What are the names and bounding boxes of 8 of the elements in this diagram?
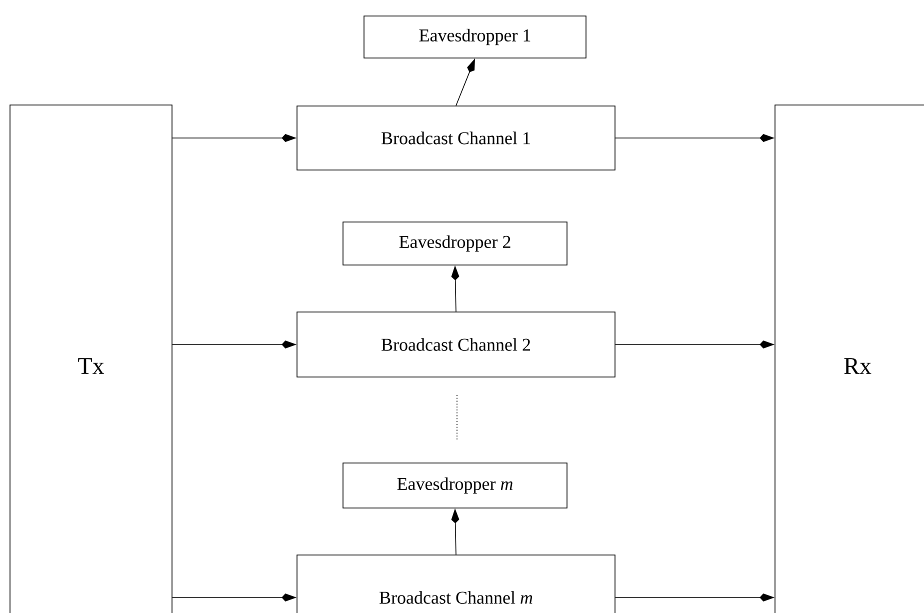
- channel-box: Broadcast Channel 1: [296, 106, 616, 170]
- channel-box: Broadcast Channel m: [296, 554, 616, 613]
- receiver-box: Rx: [774, 104, 924, 613]
- eavesdropper-box: Eavesdropper m: [342, 462, 568, 508]
- transmitter-box: Tx: [10, 104, 172, 613]
- eavesdropper-box: Eavesdropper 1: [364, 16, 586, 58]
- eavesdropper-box: Eavesdropper 2: [342, 222, 568, 266]
- channel-box: Broadcast Channel 2: [296, 312, 616, 378]
